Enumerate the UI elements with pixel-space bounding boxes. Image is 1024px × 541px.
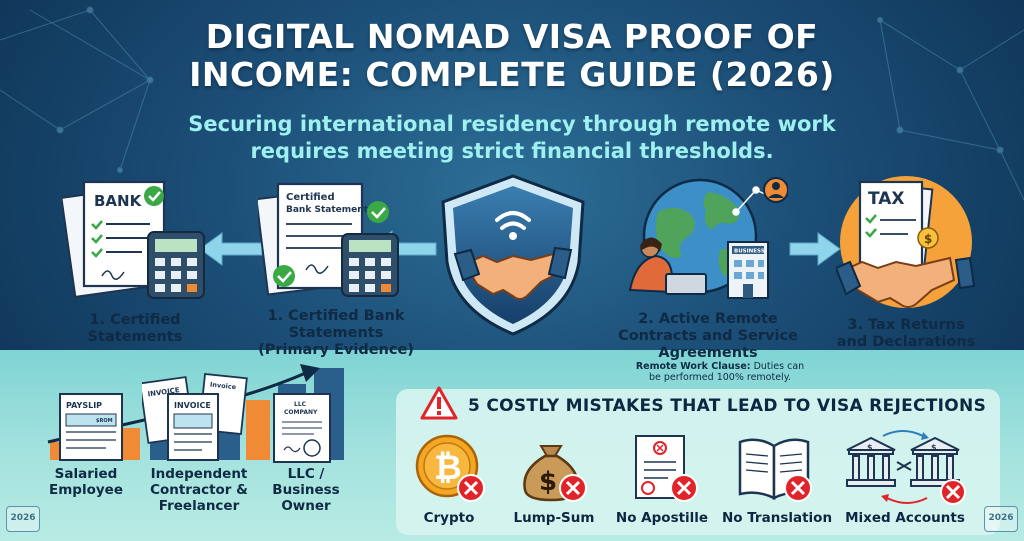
income-2-line1: Independent bbox=[150, 466, 248, 482]
evidence-4-label-line1: 3. Tax Returns bbox=[847, 317, 965, 333]
evidence-label-tax-returns: 3. Tax Returns and Declarations bbox=[826, 317, 986, 351]
open-book-icon bbox=[738, 438, 812, 502]
evidence-4-label-line2: and Declarations bbox=[836, 334, 976, 350]
document-seal-icon bbox=[635, 435, 698, 502]
shield-handshake-icon bbox=[441, 174, 585, 336]
bitcoin-coin-icon: ₿ bbox=[415, 434, 485, 502]
subtitle-line-1: Securing international residency through… bbox=[188, 112, 836, 136]
two-banks-icon: $ $ bbox=[846, 430, 966, 505]
page-subtitle: Securing international residency through… bbox=[0, 111, 1024, 165]
evidence-2-label-line2: Statements bbox=[288, 325, 384, 341]
income-3-line2: Business bbox=[272, 482, 340, 498]
invoice-stack-icon: INVOICE Invoice INVOICE bbox=[142, 372, 248, 461]
year-badge-right: 2026 bbox=[984, 506, 1018, 532]
svg-text:$: $ bbox=[924, 232, 932, 246]
note-bold: Remote Work Clause: bbox=[635, 361, 751, 372]
evidence-label-certified-statements: 1. Certified Statements bbox=[60, 312, 210, 346]
income-3-line1: LLC / bbox=[287, 466, 325, 482]
payslip-icon: PAYSLIP $ROM bbox=[59, 393, 123, 461]
llc-title-2: COMPANY bbox=[284, 409, 318, 416]
globe-remote-work-icon: BUSINESS bbox=[628, 177, 788, 299]
payslip-small: $ROM bbox=[96, 418, 113, 424]
invoice-title: INVOICE bbox=[174, 401, 211, 410]
llc-certificate-icon: LLC COMPANY bbox=[273, 393, 331, 463]
income-label-contractor: Independent Contractor & Freelancer bbox=[134, 466, 264, 514]
title-line-1: DIGITAL NOMAD VISA PROOF OF bbox=[205, 17, 819, 56]
mistake-label-no-translation: No Translation bbox=[721, 510, 833, 526]
svg-text:$: $ bbox=[867, 443, 873, 452]
certified-doc-title-2: Bank Statements bbox=[286, 205, 373, 215]
mistake-label-crypto: Crypto bbox=[423, 510, 475, 526]
income-2-line3: Freelancer bbox=[158, 498, 240, 514]
income-3-line3: Owner bbox=[281, 498, 331, 514]
svg-text:$: $ bbox=[539, 467, 557, 497]
evidence-3-label-line2: Contracts and Service bbox=[618, 328, 798, 344]
bank-doc-title: BANK bbox=[94, 192, 143, 210]
income-1-line1: Salaried bbox=[54, 466, 118, 482]
income-2-line2: Contractor & bbox=[150, 482, 248, 498]
svg-text:$: $ bbox=[931, 443, 937, 452]
bank-statement-icon: BANK bbox=[62, 180, 205, 299]
certified-bank-statement-icon: Certified Bank Statements bbox=[258, 182, 399, 297]
remote-work-clause-note: Remote Work Clause: Duties can be perfor… bbox=[600, 361, 840, 383]
title-line-2: INCOME: COMPLETE GUIDE (2026) bbox=[189, 55, 835, 94]
mistake-label-mixed-accounts: Mixed Accounts bbox=[845, 510, 965, 526]
evidence-label-certified-bank: 1. Certified Bank Statements (Primary Ev… bbox=[252, 308, 420, 359]
mistake-label-lump-sum: Lump-Sum bbox=[513, 510, 595, 526]
svg-text:₿: ₿ bbox=[434, 448, 462, 488]
evidence-2-label-line1: 1. Certified Bank bbox=[267, 308, 405, 324]
evidence-2-label-line3: (Primary Evidence) bbox=[258, 342, 414, 358]
income-1-line2: Employee bbox=[49, 482, 123, 498]
invoice-title-right: Invoice bbox=[210, 381, 238, 392]
evidence-label-remote-contracts: 2. Active Remote Contracts and Service A… bbox=[608, 311, 808, 362]
tax-return-icon: TAX $ bbox=[836, 176, 976, 308]
income-label-salaried: Salaried Employee bbox=[34, 466, 138, 498]
evidence-3-label-line1: 2. Active Remote bbox=[638, 311, 778, 327]
note-line1: Duties can bbox=[750, 361, 805, 372]
llc-title-1: LLC bbox=[294, 401, 307, 408]
building-sign: BUSINESS bbox=[734, 249, 765, 255]
page-title: DIGITAL NOMAD VISA PROOF OF INCOME: COMP… bbox=[0, 18, 1024, 94]
mistake-label-no-apostille: No Apostille bbox=[615, 510, 709, 526]
tax-doc-title: TAX bbox=[868, 189, 905, 209]
income-label-llc: LLC / Business Owner bbox=[256, 466, 356, 514]
certified-doc-title-1: Certified bbox=[286, 192, 335, 203]
year-badge-left: 2026 bbox=[6, 506, 40, 532]
payslip-title: PAYSLIP bbox=[66, 401, 102, 410]
evidence-1-label-line2: Statements bbox=[87, 329, 183, 345]
mistakes-title: 5 COSTLY MISTAKES THAT LEAD TO VISA REJE… bbox=[468, 396, 987, 416]
warning-icon bbox=[420, 386, 458, 420]
money-bag-icon: $ bbox=[523, 445, 587, 502]
subtitle-line-2: requires meeting strict financial thresh… bbox=[250, 139, 774, 163]
evidence-1-label-line1: 1. Certified bbox=[89, 312, 181, 328]
mistakes-panel bbox=[396, 389, 1000, 535]
note-line2: be performed 100% remotely. bbox=[648, 372, 791, 383]
evidence-3-label-line3: Agreements bbox=[658, 345, 758, 361]
